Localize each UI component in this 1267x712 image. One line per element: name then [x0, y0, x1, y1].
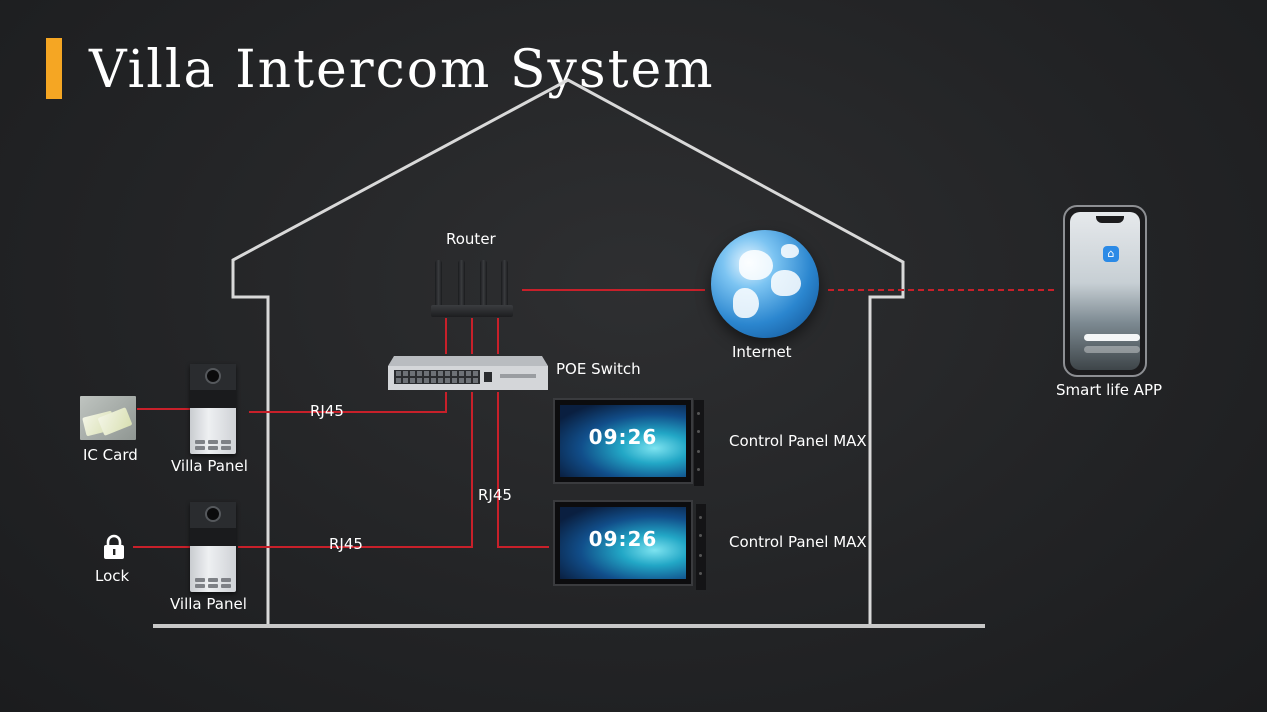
control-panel-2-icon: 09:26	[553, 500, 693, 586]
control-panel-1-label: Control Panel MAX	[729, 432, 867, 450]
control-panel-2-time: 09:26	[588, 527, 658, 551]
router-label: Router	[446, 230, 496, 248]
ic-card-icon	[80, 396, 136, 440]
house-outline	[231, 78, 905, 624]
line-switch-villa-2	[238, 392, 473, 548]
lock-label: Lock	[95, 567, 130, 585]
line-switch-cp-2	[497, 392, 549, 548]
rj45-label-2: RJ45	[478, 486, 512, 504]
ic-card-label: IC Card	[83, 446, 138, 464]
internet-label: Internet	[732, 343, 792, 361]
control-panel-2-side	[696, 504, 706, 590]
title-accent-bar	[46, 38, 62, 99]
control-panel-1-icon: 09:26	[553, 398, 693, 484]
control-panel-1-side	[694, 400, 704, 486]
app-home-icon: ⌂	[1103, 246, 1119, 262]
smartphone-icon: ⌂	[1063, 205, 1147, 377]
poe-switch-icon	[388, 356, 548, 390]
control-panel-2-label: Control Panel MAX	[729, 533, 867, 551]
control-panel-1-time: 09:26	[588, 425, 658, 449]
poe-switch-label: POE Switch	[556, 360, 641, 378]
padlock-icon	[104, 534, 124, 559]
line-switch-villa-1	[249, 392, 447, 413]
rj45-label-1: RJ45	[310, 402, 344, 420]
villa-panel-2-label: Villa Panel	[170, 595, 247, 613]
smart-app-label: Smart life APP	[1056, 381, 1163, 399]
villa-panel-1-label: Villa Panel	[171, 457, 248, 475]
globe-icon	[711, 230, 819, 338]
villa-panel-2-icon	[190, 502, 236, 592]
rj45-label-3: RJ45	[329, 535, 363, 553]
villa-panel-1-icon	[190, 364, 236, 454]
page-title: Villa Intercom System	[89, 40, 715, 100]
